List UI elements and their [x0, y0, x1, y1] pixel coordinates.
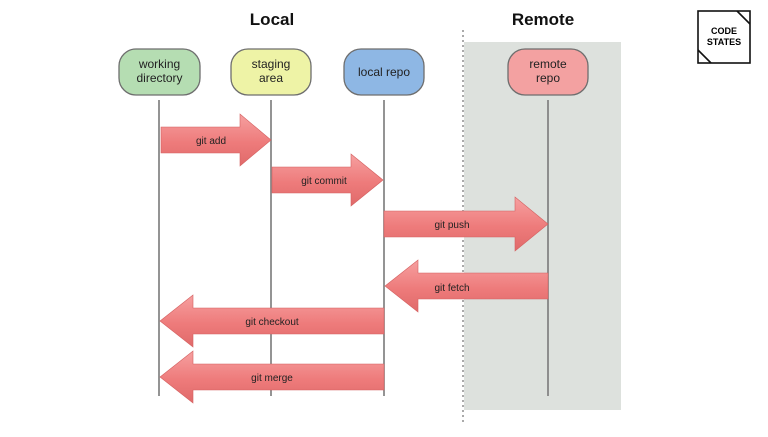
- arrow-label: git fetch: [434, 283, 469, 294]
- arrow-label: git merge: [251, 373, 293, 384]
- node-label: remote: [529, 57, 567, 71]
- arrow-label: git push: [434, 220, 469, 231]
- code-states-logo: CODE STATES: [697, 10, 751, 64]
- arrow-git-push: git push: [383, 196, 549, 252]
- arrow-git-checkout-shape: [159, 294, 385, 348]
- arrow-git-checkout: git checkout: [159, 294, 385, 348]
- node-label: local repo: [358, 65, 410, 79]
- arrow-label: git commit: [301, 176, 347, 187]
- arrow-git-fetch-shape: [384, 259, 549, 313]
- arrow-label: git checkout: [245, 317, 299, 328]
- logo-corner-mark: [736, 10, 751, 25]
- logo-frame: [697, 10, 751, 64]
- node-label: staging: [252, 57, 291, 71]
- local-heading: Local: [250, 10, 294, 29]
- logo-text-line2: STATES: [707, 37, 741, 47]
- node-staging-area: staging area: [230, 48, 312, 96]
- node-label: working: [138, 57, 180, 71]
- arrow-label: git add: [196, 136, 226, 147]
- node-local-repo: local repo: [343, 48, 425, 96]
- arrow-git-merge-shape: [159, 350, 385, 404]
- logo-text-line1: CODE: [711, 26, 737, 36]
- node-remote-repo: remote repo: [507, 48, 589, 96]
- arrow-git-commit-shape: [271, 153, 384, 207]
- arrow-git-add-shape: [160, 113, 272, 167]
- node-label: area: [259, 71, 283, 85]
- remote-heading: Remote: [512, 10, 574, 29]
- arrow-git-fetch: git fetch: [384, 259, 549, 313]
- arrow-git-push-shape: [383, 196, 549, 252]
- logo-corner-mark: [697, 49, 712, 64]
- lifelines: [158, 100, 549, 396]
- node-label: directory: [136, 71, 182, 85]
- node-label: repo: [536, 71, 560, 85]
- node-working-directory: working directory: [118, 48, 201, 96]
- arrow-git-commit: git commit: [271, 153, 384, 207]
- arrow-git-merge: git merge: [159, 350, 385, 404]
- arrow-git-add: git add: [160, 113, 272, 167]
